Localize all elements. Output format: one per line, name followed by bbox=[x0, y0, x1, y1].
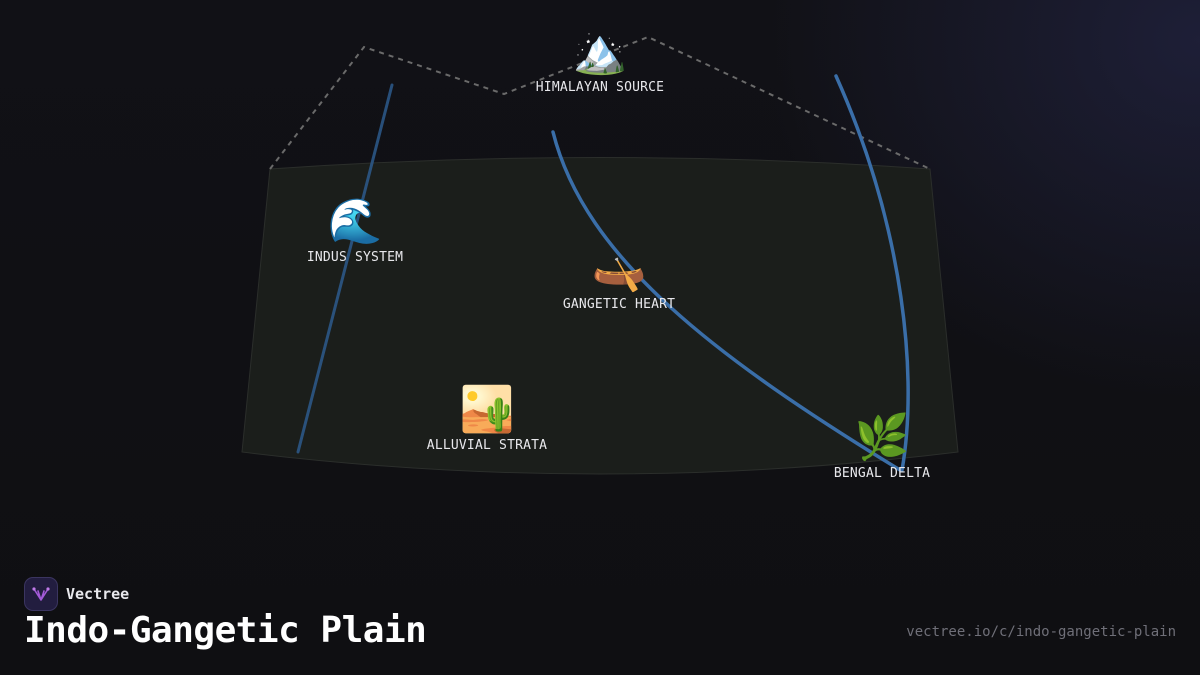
node-indus-system: 🌊 INDUS SYSTEM bbox=[306, 196, 404, 266]
desert-icon: 🏜️ bbox=[459, 384, 515, 435]
node-bengal-delta: 🌿 BENGAL DELTA bbox=[833, 412, 931, 482]
node-label: HIMALAYAN SOURCE bbox=[535, 80, 665, 95]
page-title: Indo-Gangetic Plain bbox=[24, 610, 427, 651]
brahmaputra-river bbox=[834, 74, 910, 472]
node-alluvial-strata: 🏜️ ALLUVIAL STRATA bbox=[426, 384, 548, 454]
node-label: ALLUVIAL STRATA bbox=[426, 438, 548, 453]
water-wave-icon: 🌊 bbox=[327, 196, 383, 247]
page-url[interactable]: vectree.io/c/indo-gangetic-plain bbox=[906, 624, 1176, 640]
brand: Vectree bbox=[24, 577, 129, 611]
node-himalayan-source: 🏔️ HIMALAYAN SOURCE bbox=[535, 26, 665, 96]
node-gangetic-heart: 🛶 GANGETIC HEART bbox=[562, 243, 676, 313]
node-label: GANGETIC HEART bbox=[562, 297, 676, 312]
node-label: INDUS SYSTEM bbox=[306, 250, 404, 265]
tree-branch-icon bbox=[32, 587, 50, 601]
mountain-snow-icon: 🏔️ bbox=[572, 26, 628, 77]
brand-logo bbox=[24, 577, 58, 611]
mountain-outline bbox=[269, 35, 931, 170]
plain-region bbox=[241, 157, 959, 475]
canoe-icon: 🛶 bbox=[591, 243, 647, 294]
indus-river bbox=[296, 83, 394, 454]
node-label: BENGAL DELTA bbox=[833, 466, 931, 481]
ganges-river bbox=[551, 130, 902, 472]
herb-icon: 🌿 bbox=[854, 412, 910, 463]
brand-name: Vectree bbox=[66, 585, 130, 603]
